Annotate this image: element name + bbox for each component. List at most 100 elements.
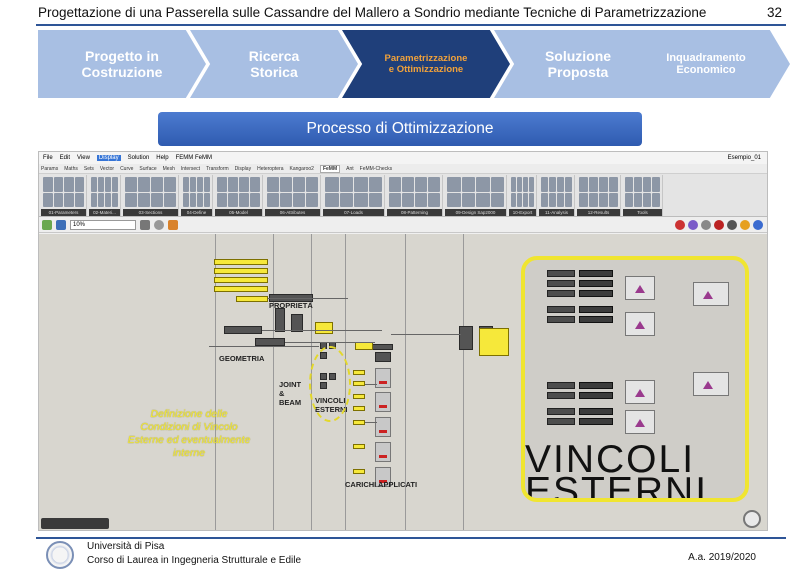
support-component[interactable] (375, 392, 391, 412)
menu-solution[interactable]: Solution (127, 155, 150, 161)
component-icon[interactable] (339, 192, 353, 207)
gradient-icon[interactable] (740, 219, 750, 230)
component-icon[interactable] (652, 177, 660, 192)
zoom-input[interactable]: 10% (70, 219, 136, 230)
input-param[interactable] (547, 280, 575, 287)
component-icon[interactable] (565, 177, 572, 192)
component-icon[interactable] (517, 177, 522, 192)
settings-icon[interactable] (727, 219, 737, 230)
ribbon-group-label[interactable]: 01-Parameters (41, 209, 86, 216)
component-icon[interactable] (190, 192, 196, 207)
component-icon[interactable] (183, 177, 189, 192)
number-slider[interactable] (353, 406, 365, 411)
component-icon[interactable] (589, 192, 598, 207)
grasshopper-canvas[interactable]: PROPRIETÀ GEOMETRIA JOINT & BEAM VINCOLI… (39, 234, 767, 530)
component-icon[interactable] (91, 192, 97, 207)
component-icon[interactable] (523, 192, 528, 207)
number-slider[interactable] (353, 381, 365, 386)
input-param[interactable] (579, 408, 613, 415)
component-icon[interactable] (280, 192, 292, 207)
component-icon[interactable] (197, 192, 203, 207)
component-icon[interactable] (64, 192, 74, 207)
component-icon[interactable] (634, 177, 642, 192)
save-icon[interactable] (56, 219, 66, 230)
component-icon[interactable] (239, 192, 249, 207)
number-slider[interactable] (353, 420, 365, 425)
component-icon[interactable] (529, 177, 534, 192)
component-icon[interactable] (461, 192, 475, 207)
component-icon[interactable] (105, 177, 111, 192)
component-icon[interactable] (250, 192, 260, 207)
component-icon[interactable] (625, 177, 633, 192)
tab-ant[interactable]: Ant (346, 165, 354, 172)
component-icon[interactable] (541, 177, 548, 192)
component-icon[interactable] (354, 177, 368, 192)
component-icon[interactable] (389, 177, 401, 192)
component-icon[interactable] (125, 177, 137, 192)
ribbon-group-label[interactable]: 09-Design Sap2000 (445, 209, 506, 216)
sketch-icon[interactable] (168, 219, 178, 230)
component-icon[interactable] (389, 192, 401, 207)
navigation-compass-icon[interactable] (743, 510, 761, 528)
component-icon[interactable] (549, 177, 556, 192)
input-param[interactable] (547, 306, 575, 313)
component-icon[interactable] (98, 192, 104, 207)
number-slider[interactable] (353, 394, 365, 399)
number-slider[interactable] (214, 268, 268, 274)
support-component[interactable] (375, 417, 391, 437)
component-icon[interactable] (151, 177, 163, 192)
component-icon[interactable] (529, 192, 534, 207)
component-icon[interactable] (112, 177, 118, 192)
support-component[interactable] (625, 380, 655, 404)
component-icon[interactable] (43, 192, 53, 207)
input-param[interactable] (579, 382, 613, 389)
component-icon[interactable] (447, 192, 461, 207)
input-param[interactable] (579, 290, 613, 297)
ribbon-group-label[interactable]: Tools (623, 209, 662, 216)
component-icon[interactable] (368, 192, 382, 207)
component-icon[interactable] (490, 177, 504, 192)
component-icon[interactable] (557, 177, 564, 192)
component-icon[interactable] (217, 192, 227, 207)
component-icon[interactable] (549, 192, 556, 207)
number-slider[interactable] (214, 259, 268, 265)
grasshopper-component[interactable] (255, 338, 285, 346)
component-icon[interactable] (267, 192, 279, 207)
component-icon[interactable] (476, 177, 490, 192)
menu-file[interactable]: File (43, 155, 53, 161)
component-icon[interactable] (354, 192, 368, 207)
component-icon[interactable] (325, 177, 339, 192)
component-icon[interactable] (217, 177, 227, 192)
component-icon[interactable] (74, 177, 84, 192)
component-icon[interactable] (517, 192, 522, 207)
input-param[interactable] (547, 290, 575, 297)
component-icon[interactable] (589, 177, 598, 192)
help-icon[interactable] (753, 219, 763, 230)
tab-surface[interactable]: Surface (139, 165, 157, 172)
component-icon[interactable] (447, 177, 461, 192)
component-icon[interactable] (239, 177, 249, 192)
component-icon[interactable] (164, 177, 176, 192)
menu-edit[interactable]: Edit (59, 155, 71, 161)
ribbon-group-label[interactable]: 04-Define (181, 209, 212, 216)
component-icon[interactable] (461, 177, 475, 192)
input-param[interactable] (579, 392, 613, 399)
input-param[interactable] (579, 306, 613, 313)
component-icon[interactable] (511, 192, 516, 207)
component-icon[interactable] (428, 192, 440, 207)
tab-display[interactable]: Display (234, 165, 252, 172)
tab-params[interactable]: Params (41, 165, 59, 172)
component-icon[interactable] (415, 177, 427, 192)
input-param[interactable] (547, 408, 575, 415)
component-icon[interactable] (609, 192, 618, 207)
component-icon[interactable] (339, 177, 353, 192)
wire-display-icon[interactable] (675, 219, 685, 230)
panel-component[interactable] (315, 322, 333, 334)
component-icon[interactable] (190, 177, 196, 192)
number-slider[interactable] (353, 469, 365, 474)
number-slider[interactable] (214, 286, 268, 292)
component-icon[interactable] (609, 177, 618, 192)
